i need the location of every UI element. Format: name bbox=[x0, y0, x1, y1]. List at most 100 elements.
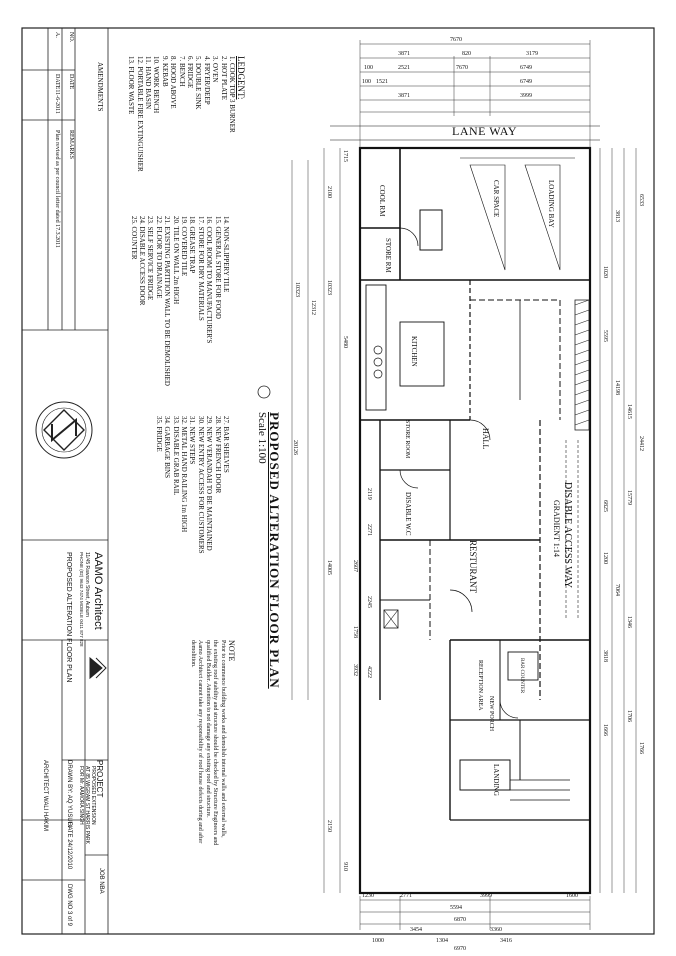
lane-way-label: LANE WAY bbox=[452, 124, 518, 138]
dim-label: 1758 bbox=[352, 626, 358, 638]
room-car-space: CAR SPACE bbox=[492, 180, 500, 218]
room-new-porch: NEW PORCH bbox=[488, 696, 494, 732]
dim-label: 6970 bbox=[454, 946, 466, 952]
legend-item: 23. SELF SERVICE FRIDGE bbox=[146, 216, 155, 301]
dim-label: 3999 bbox=[480, 893, 492, 899]
note-line: Aamo Architect cannot take any responsib… bbox=[197, 640, 204, 844]
dim-label: 2521 bbox=[398, 65, 410, 71]
note-line: qualified Builder. Attention to not dama… bbox=[205, 640, 211, 818]
dim-label: 1600 bbox=[566, 893, 578, 899]
amend-row-date: DATE11-6-2011 bbox=[54, 74, 60, 114]
room-store-rm: STORE RM bbox=[384, 238, 392, 273]
firm-phone: PHONE (02) 9643 7474 MOBILE 0411 877 828 bbox=[79, 552, 84, 647]
dimension-lines bbox=[291, 40, 637, 930]
room-bar-counter: BAR COUNTER bbox=[519, 658, 524, 694]
drawing-date: DATE 24/12/2010 bbox=[66, 822, 72, 870]
dim-label: 5594 bbox=[450, 905, 462, 911]
project-line: AT 85 WIGRAM ST HARRIS PARK bbox=[84, 766, 90, 844]
dim-label: 2119 bbox=[366, 488, 372, 500]
legend-item: 2. HOT PLATE bbox=[219, 56, 228, 101]
legend-item: 14. NON-SLIPPERY TILE bbox=[222, 216, 230, 293]
legend-col2: 14. NON-SLIPPERY TILE 15. GENERAL STORE … bbox=[129, 216, 230, 386]
amend-col-remarks: REMARKS bbox=[68, 130, 74, 160]
room-hall: HALL bbox=[481, 428, 490, 450]
dim-label: 1230 bbox=[362, 893, 374, 899]
dim-label: 7670 bbox=[450, 37, 462, 43]
dim-label: 3932 bbox=[352, 664, 358, 676]
dim-label: 1715 bbox=[342, 150, 348, 162]
dim-label: 1304 bbox=[436, 938, 448, 944]
dim-label: 24412 bbox=[638, 436, 644, 451]
gradient-label: GRADIENT 1:14 bbox=[552, 500, 561, 557]
dim-label: 3813 bbox=[614, 210, 620, 222]
legend-item: 25. COUNTER bbox=[129, 216, 138, 260]
legend-item: 35. FRIDGE bbox=[154, 416, 163, 452]
dim-label: 20126 bbox=[292, 440, 298, 455]
legend-item: 21. EXISTING PARTITION WALL TO BE DEMOLI… bbox=[163, 216, 172, 386]
notes-heading: NOTE bbox=[227, 640, 236, 662]
room-restaurant: RESTURANT bbox=[468, 540, 478, 594]
plan-title: PROPOSED ALTERATION FLOOR PLAN bbox=[267, 412, 282, 689]
legend-heading: LEDGENT: bbox=[236, 56, 246, 100]
dim-label: 1200 bbox=[602, 552, 608, 564]
plan-scale: Scale 1:100 bbox=[256, 412, 268, 464]
legend-item: 7. BENCH bbox=[177, 56, 186, 87]
scale-marker-icon bbox=[257, 385, 271, 399]
legend-item: 31. NEW STEPS bbox=[188, 416, 197, 465]
title-strip bbox=[21, 27, 109, 935]
firm-logo-icon bbox=[89, 656, 107, 680]
firm-address: 11/45 Rawson Street, Auburn bbox=[84, 552, 90, 617]
legend-col1: 1. COOK TOP 3 BURNER 2. HOT PLATE 3. OVE… bbox=[127, 56, 236, 172]
legend-item: 18. GREASE TRAP bbox=[188, 216, 197, 274]
amend-col-date: DATE bbox=[68, 74, 74, 90]
dim-label: 5480 bbox=[342, 336, 348, 348]
legend-item: 17. STORE FOR DRY MATERIALS bbox=[196, 216, 205, 321]
dim-label: 2150 bbox=[326, 820, 332, 832]
access-way-label: DISABLE ACCESS WAY bbox=[562, 482, 573, 589]
architect-name: ARCHITECT WALI HAKIM bbox=[42, 760, 48, 832]
dim-label: 6749 bbox=[520, 79, 532, 85]
legend-item: 22. FLOOR TO DRAINAGE bbox=[154, 216, 163, 299]
dim-label: 3416 bbox=[500, 938, 512, 944]
dim-label: 1521 bbox=[376, 79, 388, 85]
dwg-number: DWG NO 3 of 9 bbox=[66, 884, 72, 927]
dim-label: 5595 bbox=[602, 330, 608, 342]
amend-row-remarks: Plan revised as per council letter dated… bbox=[54, 130, 60, 248]
amend-row-no: A. bbox=[54, 32, 60, 38]
legend-item: 3. OVEN bbox=[211, 56, 220, 83]
notes-block: Prior to commence building works and dem… bbox=[189, 640, 226, 845]
dim-label: 3179 bbox=[526, 51, 538, 57]
room-loading-bay: LOADING BAY bbox=[547, 180, 555, 228]
legend-item: 30. NEW ENTRY ACCESS FOR CUSTOMERS bbox=[196, 416, 205, 554]
room-kitchen: KITCHEN bbox=[410, 336, 418, 367]
note-line: Prior to commence building works and dem… bbox=[220, 640, 226, 838]
dim-label: 6533 bbox=[638, 194, 644, 206]
dim-label: 2271 bbox=[366, 524, 372, 536]
dim-label: 2245 bbox=[366, 596, 372, 608]
legend-item: 1. COOK TOP 3 BURNER bbox=[228, 56, 236, 133]
amendments-heading: AMENDMENTS bbox=[96, 62, 104, 112]
legend-item: 6. FRIDGE bbox=[185, 56, 194, 89]
dim-label: 1706 bbox=[626, 710, 632, 722]
dim-label: 3818 bbox=[602, 650, 608, 662]
legend-item: 15. GENERAL STORE FOR FOOD bbox=[213, 216, 222, 319]
drawn-by: DRAWN BY: AQ YUSUFI bbox=[66, 760, 72, 828]
legend-item: 10. WORK BENCH bbox=[152, 56, 161, 114]
legend-item: 20. TILE ON WALL 2m HIGH bbox=[171, 216, 180, 305]
legend-item: 19. COVERED TILE bbox=[179, 216, 188, 277]
room-disable-wc: DISABLE W.C bbox=[404, 492, 412, 536]
dim-label: 1666 bbox=[602, 724, 608, 736]
dim-label: 100 bbox=[362, 79, 371, 85]
firm-name: AAMO Architect bbox=[92, 552, 104, 630]
dim-label: 7064 bbox=[614, 584, 620, 596]
dim-label: 910 bbox=[342, 862, 348, 871]
dim-label: 2771 bbox=[400, 893, 412, 899]
dim-label: 1346 bbox=[626, 616, 632, 628]
dim-label: 15779 bbox=[626, 490, 632, 505]
legend-item: 29. NEW VERANDAH TO BE MAINTAINED bbox=[205, 416, 214, 551]
room-landing: LANDING bbox=[492, 764, 500, 796]
legend-item: 4. FRYER/DEEP bbox=[202, 56, 211, 105]
legend-item: 5. DOUBLE SINK bbox=[194, 56, 203, 110]
